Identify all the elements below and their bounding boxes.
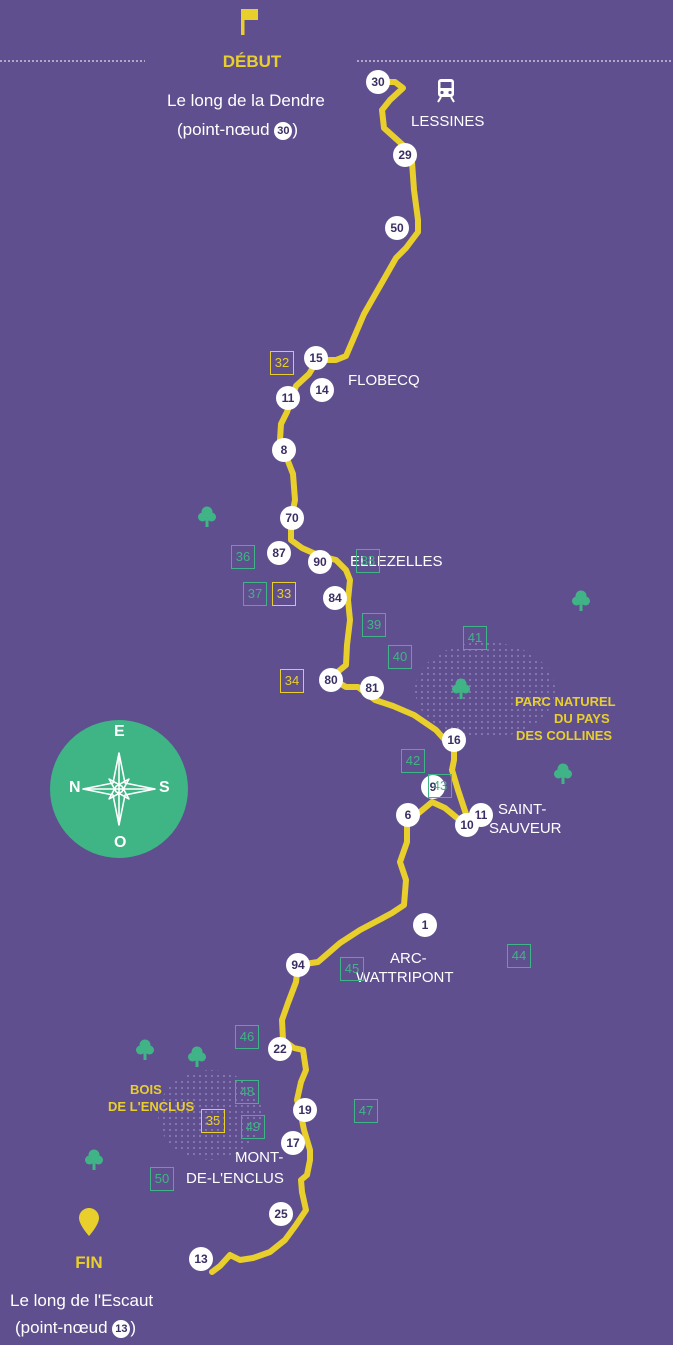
route-node: 22 <box>268 1037 292 1061</box>
compass-rose-icon <box>82 752 156 826</box>
end-description-line1: Le long de l'Escaut <box>10 1291 154 1310</box>
green-marker: 41 <box>463 626 487 650</box>
place-saint-sauveur-2: SAUVEUR <box>489 820 562 837</box>
green-marker: 49 <box>241 1115 265 1139</box>
green-marker: 40 <box>388 645 412 669</box>
route-node: 80 <box>319 668 343 692</box>
start-node-badge: 30 <box>274 121 293 140</box>
place-ellezelles: ELLEZELLES <box>350 553 443 570</box>
place-arc-1: ARC- <box>390 950 427 967</box>
start-description-line1: Le long de la Dendre <box>167 91 325 110</box>
place-arc-2: WATTRIPONT <box>356 969 454 986</box>
route-node: 6 <box>396 803 420 827</box>
start-description-line2: (point-nœud 30) <box>177 120 298 140</box>
end-title: FIN <box>75 1253 103 1272</box>
route-node: 10 <box>455 813 479 837</box>
place-mont-1: MONT- <box>235 1149 284 1166</box>
route-node: 94 <box>286 953 310 977</box>
yellow-marker: 32 <box>270 351 294 375</box>
end-node-badge: 13 <box>112 1319 131 1338</box>
route-node: 84 <box>323 586 347 610</box>
route-node: 19 <box>293 1098 317 1122</box>
tree-icon <box>572 590 590 611</box>
route-node: 15 <box>304 346 328 370</box>
parc-dotted-zone <box>415 642 555 738</box>
compass-south: S <box>159 779 170 796</box>
green-marker: 45 <box>340 957 364 981</box>
green-marker: 48 <box>235 1080 259 1104</box>
route-node: 70 <box>280 506 304 530</box>
compass-west: O <box>114 834 127 851</box>
area-parc-3: DES COLLINES <box>516 728 613 743</box>
route-node: 87 <box>267 541 291 565</box>
yellow-marker: 35 <box>201 1109 225 1133</box>
route-node: 11 <box>276 386 300 410</box>
compass-east: E <box>114 723 125 740</box>
route-node: 17 <box>281 1131 305 1155</box>
compass-north: N <box>69 779 81 796</box>
yellow-marker: 33 <box>272 582 296 606</box>
end-description-line2: (point-nœud 13) <box>15 1318 136 1338</box>
green-marker: 38 <box>356 549 380 573</box>
tree-icon <box>554 763 572 784</box>
green-marker: 37 <box>243 582 267 606</box>
place-lessines: LESSINES <box>411 113 485 130</box>
train-icon <box>437 79 455 103</box>
tree-icon <box>85 1149 103 1170</box>
route-node: 11 <box>469 803 493 827</box>
green-marker: 47 <box>354 1099 378 1123</box>
area-parc-2: DU PAYS <box>554 711 610 726</box>
route-node: 8 <box>272 438 296 462</box>
route-node: 90 <box>308 550 332 574</box>
route-node: 9 <box>421 775 445 799</box>
compass: E N S O <box>50 720 188 858</box>
flag-icon <box>241 9 258 35</box>
tree-icon <box>452 678 470 699</box>
route-node: 25 <box>269 1202 293 1226</box>
green-marker: 44 <box>507 944 531 968</box>
tree-icon <box>198 506 216 527</box>
green-marker: 39 <box>362 613 386 637</box>
bois-dotted-zone <box>158 1070 262 1160</box>
route-node: 16 <box>442 728 466 752</box>
green-marker: 36 <box>231 545 255 569</box>
place-flobecq: FLOBECQ <box>348 372 420 389</box>
route-node: 13 <box>189 1247 213 1271</box>
route-node: 1 <box>413 913 437 937</box>
route-node: 30 <box>366 70 390 94</box>
area-bois-2: DE L'ENCLUS <box>108 1099 195 1114</box>
place-mont-2: DE-L'ENCLUS <box>186 1170 284 1187</box>
route-node: 81 <box>360 676 384 700</box>
green-marker: 43 <box>428 774 452 798</box>
tree-icon <box>136 1039 154 1060</box>
place-saint-sauveur-1: SAINT- <box>498 801 547 818</box>
area-parc-1: PARC NATUREL <box>515 694 616 709</box>
green-marker: 50 <box>150 1167 174 1191</box>
route-node: 29 <box>393 143 417 167</box>
green-marker: 42 <box>401 749 425 773</box>
green-marker: 46 <box>235 1025 259 1049</box>
tree-icon <box>188 1046 206 1067</box>
location-pin-icon <box>79 1208 99 1236</box>
start-title: DÉBUT <box>222 52 282 71</box>
area-bois-1: BOIS <box>130 1082 162 1097</box>
yellow-marker: 34 <box>280 669 304 693</box>
route-node: 14 <box>310 378 334 402</box>
route-node: 50 <box>385 216 409 240</box>
